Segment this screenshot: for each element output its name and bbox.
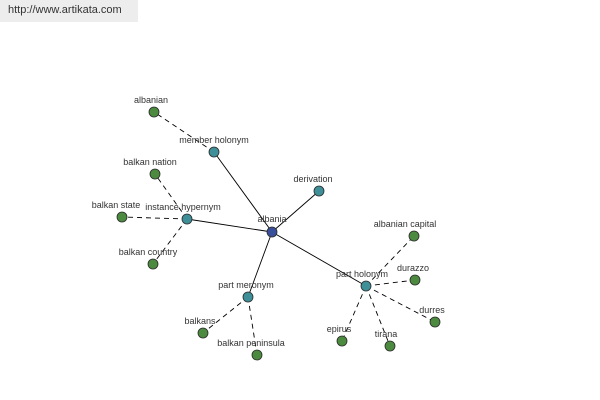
leaf-node-epirus[interactable]: epirus: [327, 324, 352, 347]
leaf-node-dot[interactable]: [384, 340, 396, 352]
relation-node-dot[interactable]: [181, 213, 193, 225]
edge-part-holonym-tirana: [365, 285, 391, 347]
relation-node-dot[interactable]: [313, 185, 325, 197]
leaf-node-dot[interactable]: [336, 335, 348, 347]
edge-part-meronym-balkans: [202, 296, 249, 334]
edge-part-holonym-durres: [365, 285, 436, 323]
edge-instance-hypernym-balkan-state: [121, 216, 188, 220]
center-node-albania[interactable]: albania: [257, 214, 287, 238]
graph-nodes: albanian balkan nation balkan state balkan …: [92, 95, 445, 361]
leaf-node-label: epirus: [327, 324, 352, 334]
edge-part-holonym-epirus: [341, 285, 367, 342]
leaf-node-label: albanian capital: [374, 219, 437, 229]
edge-part-holonym-albanian-capital: [365, 235, 415, 287]
relation-node-part-holonym[interactable]: part holonym: [336, 269, 388, 292]
leaf-node-dot[interactable]: [408, 230, 420, 242]
relation-node-label: part meronym: [218, 280, 274, 290]
leaf-node-dot[interactable]: [409, 274, 421, 286]
relation-node-dot[interactable]: [360, 280, 372, 292]
edge-albania-part-meronym: [247, 231, 273, 298]
relation-node-member-holonym[interactable]: member holonym: [179, 135, 249, 158]
edge-albania-part-holonym: [271, 231, 367, 287]
leaf-node-dot[interactable]: [116, 211, 128, 223]
leaf-node-label: durazzo: [397, 263, 429, 273]
leaf-node-balkan-country[interactable]: balkan country: [119, 247, 178, 270]
edge-part-meronym-balkan-peninsula: [247, 296, 258, 356]
leaf-node-balkan-peninsula[interactable]: balkan peninsula: [217, 338, 285, 361]
center-node-dot[interactable]: [266, 226, 278, 238]
leaf-node-label: balkan nation: [123, 157, 177, 167]
leaf-node-albanian[interactable]: albanian: [134, 95, 168, 118]
edge-albania-instance-hypernym: [186, 218, 273, 233]
relation-node-derivation[interactable]: derivation: [293, 174, 333, 197]
leaf-node-durres[interactable]: durres: [419, 305, 445, 328]
leaf-node-dot[interactable]: [251, 349, 263, 361]
edge-instance-hypernym-balkan-country: [152, 218, 188, 265]
relation-node-label: member holonym: [179, 135, 249, 145]
leaf-node-dot[interactable]: [147, 258, 159, 270]
leaf-node-albanian-capital[interactable]: albanian capital: [374, 219, 437, 242]
graph-edges: [121, 111, 436, 356]
edge-instance-hypernym-balkan-nation: [154, 173, 188, 220]
edge-albania-derivation: [271, 190, 320, 233]
leaf-node-dot[interactable]: [148, 106, 160, 118]
leaf-node-balkan-state[interactable]: balkan state: [92, 200, 141, 223]
relation-node-label: part holonym: [336, 269, 388, 279]
leaf-node-label: tirana: [375, 329, 398, 339]
leaf-node-balkan-nation[interactable]: balkan nation: [123, 157, 177, 180]
edge-member-holonym-albanian: [153, 111, 215, 153]
edge-albania-member-holonym: [213, 151, 273, 233]
leaf-node-dot[interactable]: [197, 327, 209, 339]
relation-node-dot[interactable]: [242, 291, 254, 303]
leaf-node-label: balkans: [184, 316, 216, 326]
leaf-node-label: balkan state: [92, 200, 141, 210]
relation-node-label: derivation: [293, 174, 332, 184]
leaf-node-dot[interactable]: [149, 168, 161, 180]
leaf-node-label: balkan peninsula: [217, 338, 285, 348]
leaf-node-tirana[interactable]: tirana: [375, 329, 398, 352]
site-url[interactable]: http://www.artikata.com: [8, 4, 122, 16]
edge-part-holonym-durazzo: [365, 279, 416, 287]
relation-node-instance-hypernym[interactable]: instance hypernym: [145, 202, 221, 225]
center-node-label: albania: [257, 214, 286, 224]
leaf-node-label: albanian: [134, 95, 168, 105]
leaf-node-balkans[interactable]: balkans: [184, 316, 216, 339]
url-bar: http://www.artikata.com: [0, 0, 138, 22]
leaf-node-label: durres: [419, 305, 445, 315]
relation-node-label: instance hypernym: [145, 202, 221, 212]
leaf-node-durazzo[interactable]: durazzo: [397, 263, 429, 286]
leaf-node-label: balkan country: [119, 247, 178, 257]
relation-node-part-meronym[interactable]: part meronym: [218, 280, 274, 303]
leaf-node-dot[interactable]: [429, 316, 441, 328]
relation-node-dot[interactable]: [208, 146, 220, 158]
